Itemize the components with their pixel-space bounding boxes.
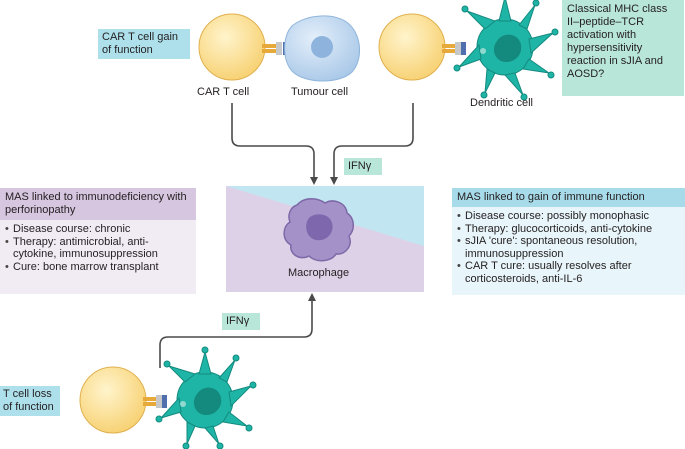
gain-of-function-panel: MAS linked to gain of immune function Di…	[452, 188, 685, 295]
tumour-cell-label: Tumour cell	[291, 86, 349, 98]
immunodeficiency-panel-title: MAS linked to immunodeficiency with perf…	[0, 188, 196, 220]
list-item: Disease course: chronic	[5, 223, 192, 236]
gain-of-function-list: Disease course: possibly monophasic Ther…	[452, 207, 685, 287]
bottom-t-cell-icon	[79, 366, 147, 434]
list-item: Disease course: possibly monophasic	[457, 210, 681, 223]
car-t-gain-of-function-label: CAR T cell gain of function	[98, 29, 190, 59]
gain-of-function-panel-title: MAS linked to gain of immune function	[452, 188, 685, 207]
tumour-cell-icon	[284, 15, 360, 82]
macrophage-label: Macrophage	[288, 267, 350, 279]
tcr-receptor-icon	[442, 42, 466, 55]
dendritic-cell-icon	[453, 0, 559, 101]
list-item: Therapy: glucocorticoids, anti-cytokine	[457, 223, 681, 236]
dendritic-cell-label: Dendritic cell	[470, 97, 533, 109]
immunodeficiency-panel: MAS linked to immunodeficiency with perf…	[0, 188, 196, 294]
list-item: Therapy: antimicrobial, anti-cytokine, i…	[5, 236, 192, 261]
car-t-cell-label: CAR T cell	[197, 86, 250, 98]
car-t-cell-icon	[198, 13, 266, 81]
list-item: Cure: bone marrow transplant	[5, 261, 192, 274]
bottom-tcr-receptor-icon	[143, 395, 167, 408]
car-receptor-icon	[262, 42, 288, 55]
arrow-tcell-to-macrophage	[159, 293, 316, 368]
bottom-dendritic-cell-icon	[155, 346, 257, 449]
t-cell-icon	[378, 13, 446, 81]
list-item: CAR T cure: usually resolves after corti…	[457, 260, 681, 285]
immunodeficiency-list: Disease course: chronic Therapy: antimic…	[0, 220, 196, 275]
list-item: sJIA 'cure': spontaneous resolution, imm…	[457, 235, 681, 260]
mhc-hypersensitivity-label: Classical MHC class II–peptide–TCR activ…	[562, 0, 684, 96]
ifn-gamma-bottom-label: IFNγ	[222, 313, 260, 330]
arrow-dendritic-to-macrophage	[330, 103, 414, 185]
ifn-gamma-top-label: IFNγ	[344, 158, 382, 175]
t-cell-loss-of-function-label: T cell loss of function	[0, 386, 60, 416]
arrow-car-t-to-macrophage	[231, 103, 318, 185]
macrophage-cell-icon	[283, 198, 354, 262]
